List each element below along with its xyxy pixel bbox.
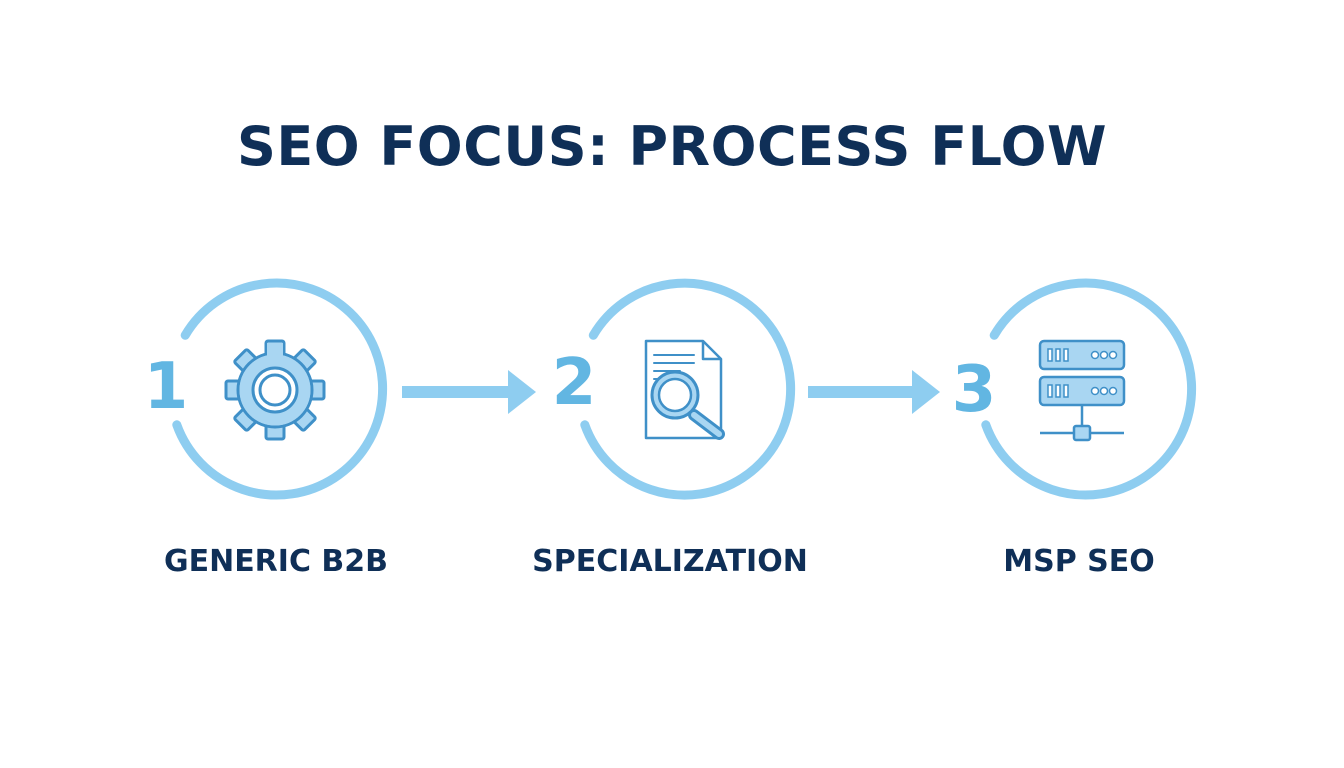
gear-icon [224, 339, 326, 441]
diagram-title: SEO FOCUS: PROCESS FLOW [236, 115, 1108, 178]
server-network-icon [1038, 339, 1126, 442]
arrow-1-to-2 [402, 370, 536, 414]
step-1-label: GENERIC B2B [163, 544, 389, 579]
step-2-label: SPECIALIZATION [532, 544, 808, 579]
step-3-ring [981, 278, 1197, 500]
step-3-number: 3 [952, 353, 997, 427]
step-3-label: MSP SEO [1003, 544, 1155, 579]
step-2-number: 2 [552, 346, 597, 420]
step-2-ring [580, 278, 796, 500]
step-1-number: 1 [144, 350, 189, 424]
document-search-icon [644, 339, 725, 440]
arrow-2-to-3 [808, 370, 940, 414]
step-1-ring [172, 278, 388, 500]
